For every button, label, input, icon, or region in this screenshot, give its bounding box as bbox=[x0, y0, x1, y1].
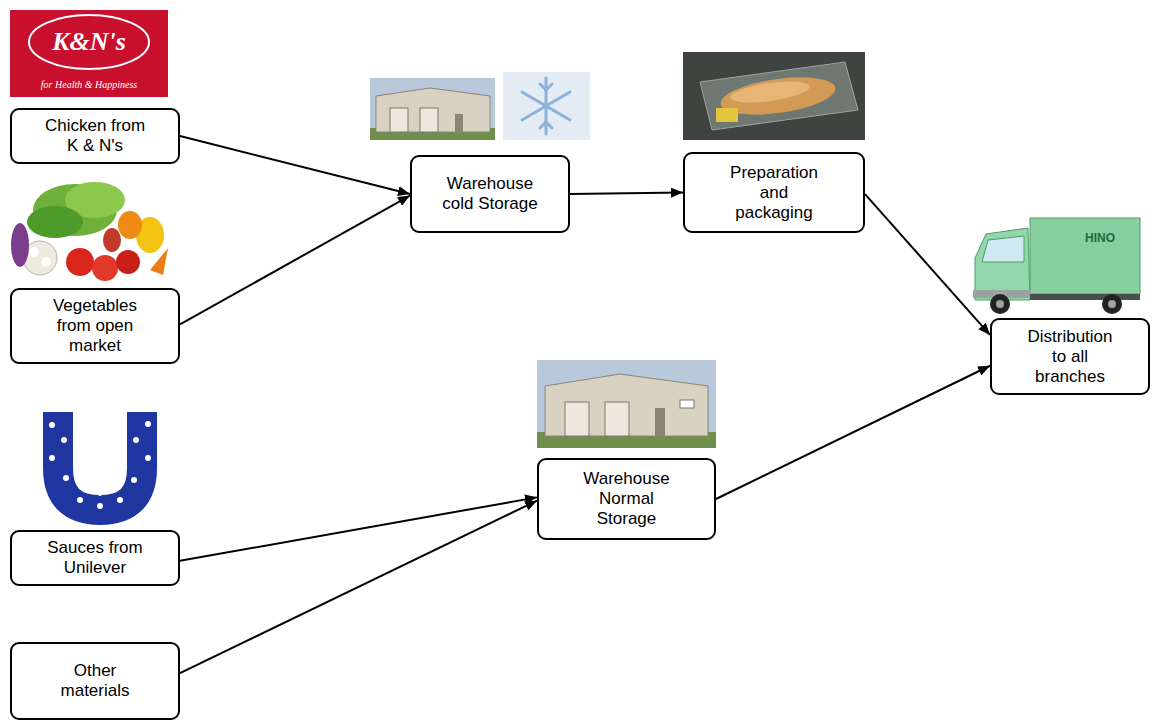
vegetables-picture-part bbox=[29, 247, 39, 257]
process-box: Distribution to all branches bbox=[990, 318, 1150, 395]
unilever-logo-part-part bbox=[117, 497, 123, 503]
unilever-logo-part-part bbox=[145, 421, 151, 427]
packaging-picture bbox=[683, 52, 865, 140]
packaging-picture-part bbox=[729, 78, 811, 107]
kn-logo-part bbox=[29, 15, 149, 69]
box-label: Other materials bbox=[45, 661, 145, 701]
unilever-logo-part bbox=[58, 412, 142, 510]
vegetables-picture-part bbox=[150, 248, 168, 275]
unilever-logo bbox=[49, 412, 151, 510]
vegetables-picture-part bbox=[27, 206, 83, 238]
process-box: Chicken from K & N's bbox=[10, 108, 180, 164]
snowflake-picture-part bbox=[522, 78, 570, 134]
vegetables-picture-part bbox=[41, 257, 51, 267]
packaging-picture-part bbox=[700, 62, 858, 130]
unilever-logo-part-part bbox=[97, 503, 103, 509]
truck-picture-part bbox=[1108, 300, 1116, 308]
process-box: Other materials bbox=[10, 642, 180, 720]
process-box: Warehouse cold Storage bbox=[410, 155, 570, 233]
normal-warehouse-picture-part bbox=[565, 402, 589, 436]
logo-slogan: for Health & Happiness bbox=[41, 79, 137, 90]
unilever-logo-part-part bbox=[61, 437, 67, 443]
snowflake-picture bbox=[503, 72, 590, 140]
normal-warehouse-picture bbox=[537, 360, 716, 448]
vegetables-picture-part bbox=[66, 248, 94, 276]
kn-logo-part bbox=[10, 10, 168, 97]
normal-warehouse-picture-part bbox=[537, 360, 716, 448]
truck-picture-part bbox=[990, 294, 1010, 314]
cold-warehouse-picture-part bbox=[390, 108, 408, 132]
box-label: Vegetables from open market bbox=[40, 296, 150, 356]
vegetables-picture-part bbox=[116, 250, 140, 274]
flow-arrow bbox=[180, 196, 410, 325]
snowflake-picture-part-part bbox=[522, 92, 570, 120]
normal-warehouse-picture-part bbox=[680, 400, 694, 408]
cold-warehouse-picture-part bbox=[370, 78, 495, 140]
process-box: Preparation and packaging bbox=[683, 152, 865, 233]
truck-picture-part bbox=[1030, 294, 1140, 300]
box-label: Preparation and packaging bbox=[724, 163, 824, 223]
unilever-logo-part bbox=[49, 421, 151, 509]
cold-warehouse-picture-part bbox=[455, 114, 463, 132]
unilever-logo-part-part bbox=[49, 455, 55, 461]
vegetables-picture bbox=[10, 180, 170, 282]
snowflake-picture-part-part bbox=[522, 92, 570, 120]
snowflake-picture-part-part bbox=[546, 84, 552, 90]
cold-warehouse-picture-part bbox=[376, 88, 490, 132]
flow-arrow bbox=[865, 194, 990, 335]
unilever-logo-part-part bbox=[131, 477, 137, 483]
packaging-picture-part bbox=[716, 108, 738, 122]
truck-picture-part bbox=[1102, 294, 1122, 314]
unilever-logo-part-part bbox=[77, 497, 83, 503]
normal-warehouse-picture-part bbox=[545, 374, 708, 436]
process-box: Sauces from Unilever bbox=[10, 530, 180, 586]
vegetables-picture-part bbox=[103, 228, 121, 252]
unilever-logo-part-part bbox=[98, 492, 102, 496]
vegetables-picture-part bbox=[11, 223, 29, 267]
unilever-logo-part-part bbox=[49, 422, 55, 428]
normal-warehouse-picture-part bbox=[655, 408, 665, 436]
snowflake-picture-part bbox=[503, 72, 590, 140]
box-label: Distribution to all branches bbox=[1020, 327, 1120, 387]
vegetables-picture-part bbox=[92, 255, 118, 281]
flow-arrow bbox=[180, 501, 537, 674]
process-box: Warehouse Normal Storage bbox=[537, 458, 716, 540]
truck-picture-part bbox=[996, 300, 1004, 308]
box-label: Chicken from K & N's bbox=[39, 116, 151, 156]
truck-brand: HINO bbox=[1085, 231, 1115, 245]
normal-warehouse-picture-part bbox=[605, 402, 629, 436]
logo-text: K&N's bbox=[52, 27, 126, 57]
box-label: Warehouse cold Storage bbox=[437, 174, 543, 214]
unilever-logo-part-part bbox=[133, 437, 139, 443]
truck-picture bbox=[973, 218, 1140, 314]
kn-logo bbox=[10, 10, 168, 97]
truck-picture-part bbox=[1030, 218, 1140, 294]
flow-arrow bbox=[570, 193, 683, 195]
box-label: Sauces from Unilever bbox=[40, 538, 150, 578]
vegetables-picture-part bbox=[10, 180, 170, 282]
truck-picture-part bbox=[982, 236, 1024, 262]
flow-arrow bbox=[180, 136, 410, 194]
snowflake-picture-part-part bbox=[546, 122, 552, 128]
cold-warehouse-picture bbox=[370, 78, 495, 140]
truck-picture-part bbox=[975, 228, 1030, 300]
unilever-logo-part-part bbox=[63, 475, 69, 481]
vegetables-picture-part bbox=[118, 211, 142, 239]
box-label: Warehouse Normal Storage bbox=[574, 469, 680, 529]
process-box: Vegetables from open market bbox=[10, 288, 180, 364]
flow-arrow bbox=[716, 366, 990, 499]
cold-warehouse-picture-part bbox=[420, 108, 438, 132]
packaging-picture-part bbox=[683, 52, 865, 140]
unilever-logo-part-part bbox=[145, 455, 151, 461]
flow-arrow bbox=[180, 497, 537, 560]
